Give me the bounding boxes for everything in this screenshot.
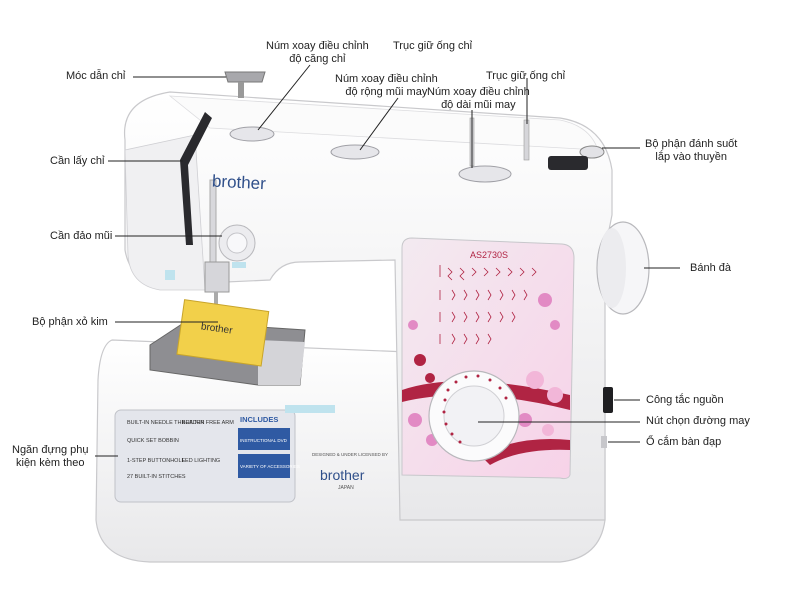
label-accessory-drawer-line1: Ngăn đựng phụ: [12, 444, 89, 456]
label-tension-dial-line2: độ căng chỉ: [289, 53, 346, 65]
head-front: [124, 134, 206, 291]
leader-lines: [95, 64, 680, 457]
svg-text:LED LIGHTING: LED LIGHTING: [182, 458, 220, 464]
label-bobbin-winder-line1: Bộ phận đánh suốt: [645, 138, 738, 150]
label-needle-threader: Bộ phận xỏ kim: [32, 316, 108, 328]
svg-text:1-STEP BUTTONHOLE: 1-STEP BUTTONHOLE: [127, 458, 186, 464]
stitch-patterns: [439, 265, 537, 345]
dial-ticks: [442, 374, 508, 444]
includes-dvd: INSTRUCTIONAL DVD: [240, 438, 288, 443]
label-spool-pin-2: Trục giữ ống chỉ: [486, 70, 566, 82]
svg-text:QUICK SET BOBBIN: QUICK SET BOBBIN: [127, 438, 179, 444]
stitch-length-dial: [458, 165, 512, 183]
label-width-dial-line2: độ rộng mũi may: [345, 86, 428, 98]
label-length-dial-line1: Núm xoay điều chỉnh: [427, 86, 530, 98]
license-brand: brother: [320, 467, 365, 483]
svg-text:27 BUILT-IN STITCHES: 27 BUILT-IN STITCHES: [127, 474, 186, 480]
label-foot-pedal-socket: Ổ cắm bàn đạp: [646, 436, 722, 448]
label-spool-pin-1: Trục giữ ống chỉ: [393, 40, 473, 52]
label-accessory-drawer: Ngăn đựng phụ kiện kèm theo: [12, 444, 88, 470]
label-take-up-lever: Cần lấy chỉ: [50, 155, 105, 167]
model-name: AS2730S: [470, 250, 508, 260]
label-pattern-selector: Nút chọn đường may: [646, 415, 750, 427]
label-handwheel: Bánh đà: [690, 262, 731, 274]
feature-list: BUILT-IN NEEDLE THREADER QUICK SET BOBBI…: [127, 420, 234, 480]
label-length-dial: Núm xoay điều chỉnh độ dài mũi may: [427, 86, 530, 112]
designed-text: DESIGNED & UNDER LICENSED BY: [312, 452, 388, 457]
bobbin-winder: [579, 145, 605, 159]
includes-accessories: VARIETY OF ACCESSORIES: [240, 464, 300, 469]
brand-logo: brother: [212, 172, 267, 194]
take-up-groove: [180, 112, 212, 245]
svg-text:BUILT-IN NEEDLE THREADER: BUILT-IN NEEDLE THREADER: [127, 420, 204, 426]
svg-text:BUILT-IN FREE ARM: BUILT-IN FREE ARM: [182, 420, 234, 426]
thread-guide: [224, 71, 266, 83]
instruction-card: brother: [176, 299, 270, 367]
label-width-dial: Núm xoay điều chỉnh độ rộng mũi may: [335, 73, 438, 99]
label-bobbin-winder: Bộ phận đánh suốt lắp vào thuyền: [645, 138, 737, 164]
label-power-switch: Công tắc nguồn: [646, 394, 724, 406]
includes-heading: INCLUDES: [240, 415, 278, 424]
label-tension-dial: Núm xoay điều chỉnh độ căng chỉ: [266, 40, 369, 66]
label-bobbin-winder-line2: lắp vào thuyền: [655, 151, 727, 163]
label-tension-dial-line1: Núm xoay điều chỉnh: [266, 40, 369, 52]
label-length-dial-line2: độ dài mũi may: [441, 99, 516, 111]
foot-pedal-socket: [601, 436, 607, 448]
power-switch: [603, 387, 613, 413]
tension-dial: [229, 126, 275, 142]
japan-text: JAPAN: [338, 485, 354, 491]
label-accessory-drawer-line2: kiện kèm theo: [16, 457, 85, 469]
stitch-width-dial: [330, 144, 380, 160]
label-width-dial-line1: Núm xoay điều chỉnh: [335, 73, 438, 85]
label-thread-guide: Móc dẫn chỉ: [66, 70, 126, 82]
svg-text:brother: brother: [200, 321, 234, 336]
spool-pin-2: [523, 119, 530, 161]
label-reverse-lever: Cần đảo mũi: [50, 230, 113, 242]
